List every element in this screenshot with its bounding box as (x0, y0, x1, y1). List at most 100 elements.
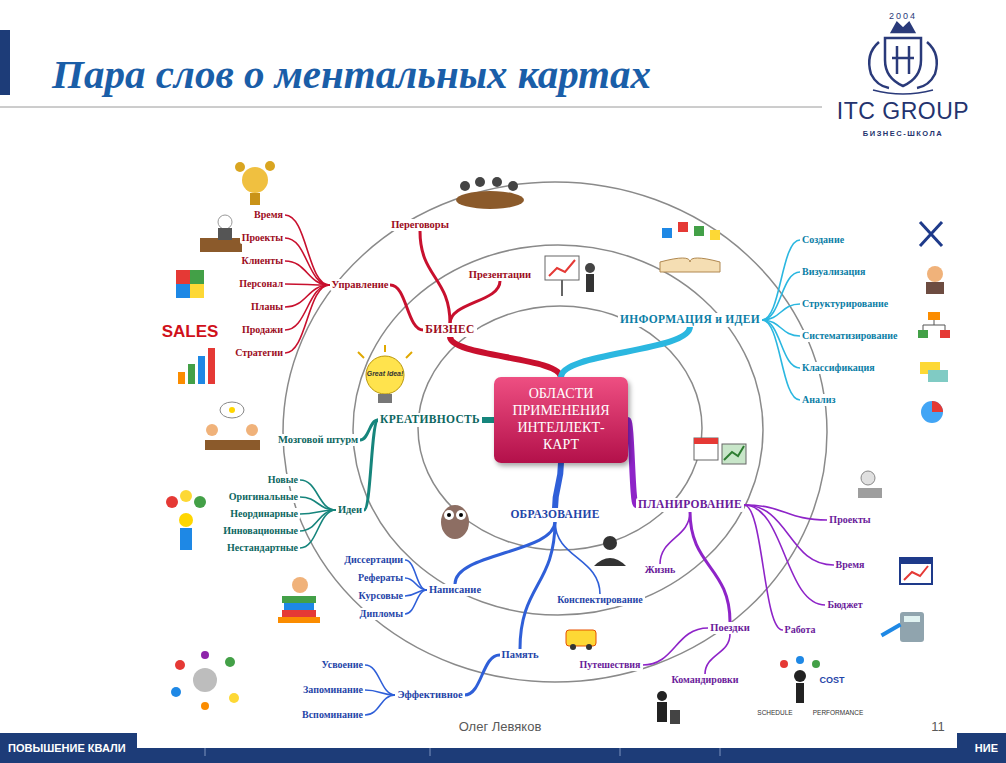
topic-text: Планы (249, 301, 285, 313)
books-boy-icon (278, 577, 320, 623)
leaf-topic: Анализ (800, 394, 837, 406)
files-icon (660, 258, 720, 272)
books-boy-icon (292, 577, 308, 593)
author-name: Олег Левяков (459, 720, 542, 734)
tools-icon (920, 222, 942, 246)
branch-connector (405, 560, 427, 590)
logo-year: 2004 (889, 12, 917, 22)
presentation-icon (549, 260, 575, 276)
calculator-icon (904, 616, 920, 622)
branch-connector (365, 665, 395, 695)
bus-icon (586, 644, 592, 650)
subtopic: Написание (427, 584, 483, 596)
leaf-topic: Нестандартные (225, 542, 300, 554)
leaf-topic: Проекты (240, 232, 285, 244)
topic-text: Запоминание (301, 684, 365, 696)
files-icon (660, 222, 720, 272)
files-icon (678, 222, 688, 232)
logo-crest (892, 23, 914, 32)
memory-icon (171, 651, 239, 710)
topic-text: Проекты (240, 232, 285, 244)
logo-crest (892, 46, 914, 74)
branch-connector (285, 261, 330, 285)
leaf-topic: Продажи (240, 324, 285, 336)
topic-text: Неординарные (228, 508, 300, 520)
laptop-person-icon (861, 471, 875, 485)
memory-icon (171, 687, 181, 697)
topic-text: Проекты (827, 514, 872, 526)
juggler-icon (780, 660, 788, 668)
topic-text: Написание (427, 584, 483, 596)
puzzle-icon (176, 270, 190, 284)
yoga-icon (594, 558, 626, 566)
orbit-circles (283, 182, 827, 682)
memory-icon (229, 693, 239, 703)
desk-man-icon (218, 228, 232, 240)
org-chart-icon (923, 320, 945, 330)
slide-number: 11 (931, 720, 945, 734)
yoga-icon (594, 536, 626, 566)
topic-text: Структурирование (800, 298, 890, 310)
owl-icon (444, 510, 454, 520)
topic-text: Время (252, 209, 285, 221)
branch-connector (455, 522, 555, 584)
folders-icon (928, 370, 948, 382)
branch-connector (660, 512, 690, 565)
topic-text: Клиенты (239, 255, 285, 267)
topic-text: ПЛАНИРОВАНИЕ (636, 498, 744, 511)
meeting-icon (475, 177, 485, 187)
branch-connector (365, 690, 395, 695)
branch-connector (300, 480, 336, 510)
brainstorm-icon (220, 402, 244, 418)
topic-text: Инновационные (221, 525, 300, 537)
brainstorm-icon (246, 424, 258, 436)
files-icon (694, 226, 704, 236)
org-chart-icon (918, 312, 950, 338)
logo-name: ITC GROUP (837, 99, 969, 124)
memory-icon (175, 660, 185, 670)
planning-icons (694, 438, 718, 460)
growth-chart-icon (178, 372, 185, 384)
leaf-topic: Путешествия (577, 659, 642, 671)
leaf-topic: Бюджет (825, 599, 864, 611)
idea-bulb-icon (406, 352, 412, 358)
title-rule (0, 107, 822, 108)
desk-man-icon (218, 215, 232, 229)
topic-text: Дипломы (358, 608, 405, 620)
orbit-circles (418, 306, 702, 550)
branch-connector (762, 240, 800, 320)
bulbs-person-icon (166, 496, 178, 508)
branch-connector (628, 420, 636, 505)
leaf-topic: Время (252, 209, 285, 221)
bus-icon (566, 630, 596, 650)
branch-connector (405, 578, 427, 590)
topic-text: Анализ (800, 394, 837, 406)
folders-icon (920, 362, 948, 382)
leaf-topic: Визуализация (800, 266, 868, 278)
branch-topic: ИНФОРМАЦИЯ и ИДЕИ (618, 313, 762, 326)
branch-connector (285, 238, 330, 285)
brainstorm-icon (229, 407, 235, 413)
topic-text: Переговоры (389, 219, 451, 231)
topic-text: Оригинальные (227, 491, 300, 503)
topic-text: Командировки (669, 674, 740, 686)
presentation-icon (561, 280, 563, 296)
topic-text: Стратегии (233, 347, 285, 359)
leaf-topic: Время (834, 559, 867, 571)
logo-crest (873, 90, 933, 94)
leaf-topic: Конспектирование (555, 594, 644, 606)
memory-icon (201, 651, 209, 659)
bulbs-person-icon (180, 490, 192, 502)
idea-bulb-icon (358, 352, 364, 358)
calendar-icon (904, 566, 928, 580)
memory-icon (225, 657, 235, 667)
logo-crest (869, 42, 937, 88)
idea-bulb-icon (366, 356, 404, 394)
leaf-topic: Стратегии (233, 347, 285, 359)
person-icon (927, 266, 943, 282)
logo-crest (885, 38, 921, 86)
yoga-icon (603, 536, 617, 550)
puzzle-icon (176, 270, 204, 298)
owl-icon (456, 510, 466, 520)
desk-man-icon (200, 238, 242, 252)
